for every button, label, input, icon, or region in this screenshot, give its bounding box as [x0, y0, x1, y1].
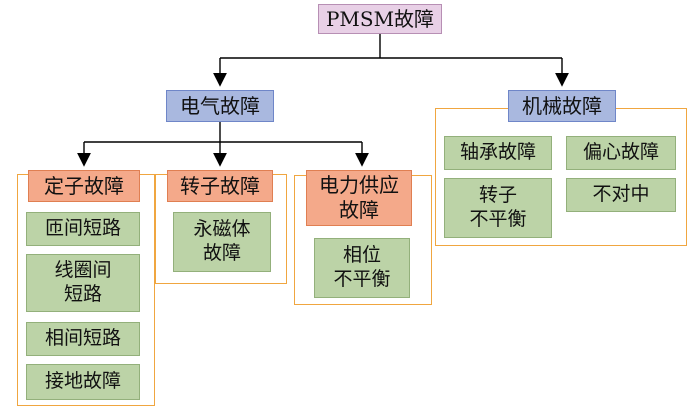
leaf-node: 转子 不平衡	[444, 178, 552, 238]
leaf-node: 接地故障	[26, 364, 140, 400]
root-node: PMSM故障	[318, 4, 442, 34]
leaf-node: 匝间短路	[26, 212, 140, 246]
electrical-fault-node: 电气故障	[166, 90, 274, 122]
leaf-node: 轴承故障	[444, 136, 552, 170]
leaf-node: 相间短路	[26, 322, 140, 356]
mechanical-fault-node: 机械故障	[508, 90, 616, 122]
leaf-node: 永磁体 故障	[173, 212, 271, 272]
leaf-node: 线圈间 短路	[26, 254, 140, 312]
leaf-node: 不对中	[566, 178, 676, 212]
stator-fault-node: 定子故障	[28, 170, 140, 202]
power-supply-fault-node: 电力供应 故障	[306, 170, 412, 226]
leaf-node: 偏心故障	[566, 136, 676, 170]
rotor-fault-node: 转子故障	[167, 170, 273, 202]
leaf-node: 相位 不平衡	[314, 238, 410, 298]
